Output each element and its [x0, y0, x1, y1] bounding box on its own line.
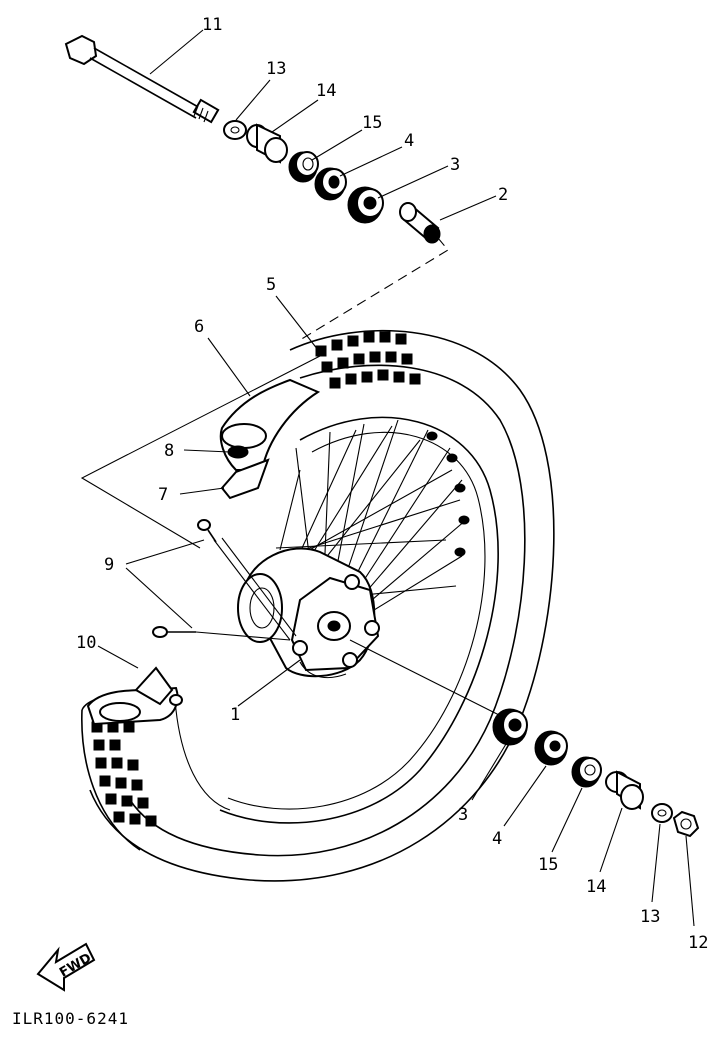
collar-13-bottom: [651, 803, 673, 823]
label-part-13-bottom: 13: [640, 907, 660, 927]
hub-1: [237, 547, 380, 679]
label-part-9: 9: [104, 555, 114, 575]
spacer-14-top: [246, 123, 288, 164]
speedometer-cable-9: [152, 519, 297, 641]
bearing-3-top: [347, 186, 384, 224]
spacer-2: [399, 202, 441, 244]
nut-12: [672, 810, 700, 838]
rim-band-7: [220, 458, 270, 500]
label-part-6: 6: [194, 317, 204, 337]
fwd-arrow-icon: FWD: [36, 942, 96, 992]
bearing-4-bottom: [534, 730, 568, 766]
diagram-code: ILR100-6241: [12, 1009, 129, 1028]
label-part-2: 2: [498, 185, 508, 205]
tire-tread-bottom: [91, 721, 157, 827]
spacer-14-bottom: [605, 770, 644, 810]
label-part-12: 12: [688, 933, 708, 953]
axle-11: [64, 34, 220, 124]
label-part-14-bottom: 14: [586, 877, 606, 897]
rim: [174, 416, 499, 824]
label-part-15-top: 15: [362, 113, 382, 133]
label-part-1: 1: [230, 705, 240, 725]
oil-seal-15-bottom: [571, 756, 602, 788]
tire-tread-top: [315, 331, 421, 389]
label-part-14-top: 14: [316, 81, 336, 101]
spoke-nipples: [426, 431, 470, 557]
collar-13-top: [223, 120, 247, 140]
label-part-13-top: 13: [266, 59, 286, 79]
valve-8: [227, 445, 249, 459]
assembly-lines: [80, 355, 321, 549]
label-part-15-bottom: 15: [538, 855, 558, 875]
label-part-7: 7: [158, 485, 168, 505]
label-part-3-top: 3: [450, 155, 460, 175]
label-part-4-top: 4: [404, 131, 414, 151]
label-part-11: 11: [202, 15, 222, 35]
leader-lines: [97, 29, 695, 927]
bearing-3-bottom: [492, 708, 528, 746]
assembly-line-top: [299, 237, 449, 341]
gear-housing-10: [86, 666, 183, 726]
oil-seal-15-top: [288, 151, 319, 183]
label-part-5: 5: [266, 275, 276, 295]
label-part-3-bottom: 3: [458, 805, 468, 825]
label-part-8: 8: [164, 441, 174, 461]
axle-centerline: [349, 639, 506, 719]
label-part-10: 10: [76, 633, 96, 653]
label-part-4-bottom: 4: [492, 829, 502, 849]
bearing-4-top: [314, 167, 347, 201]
